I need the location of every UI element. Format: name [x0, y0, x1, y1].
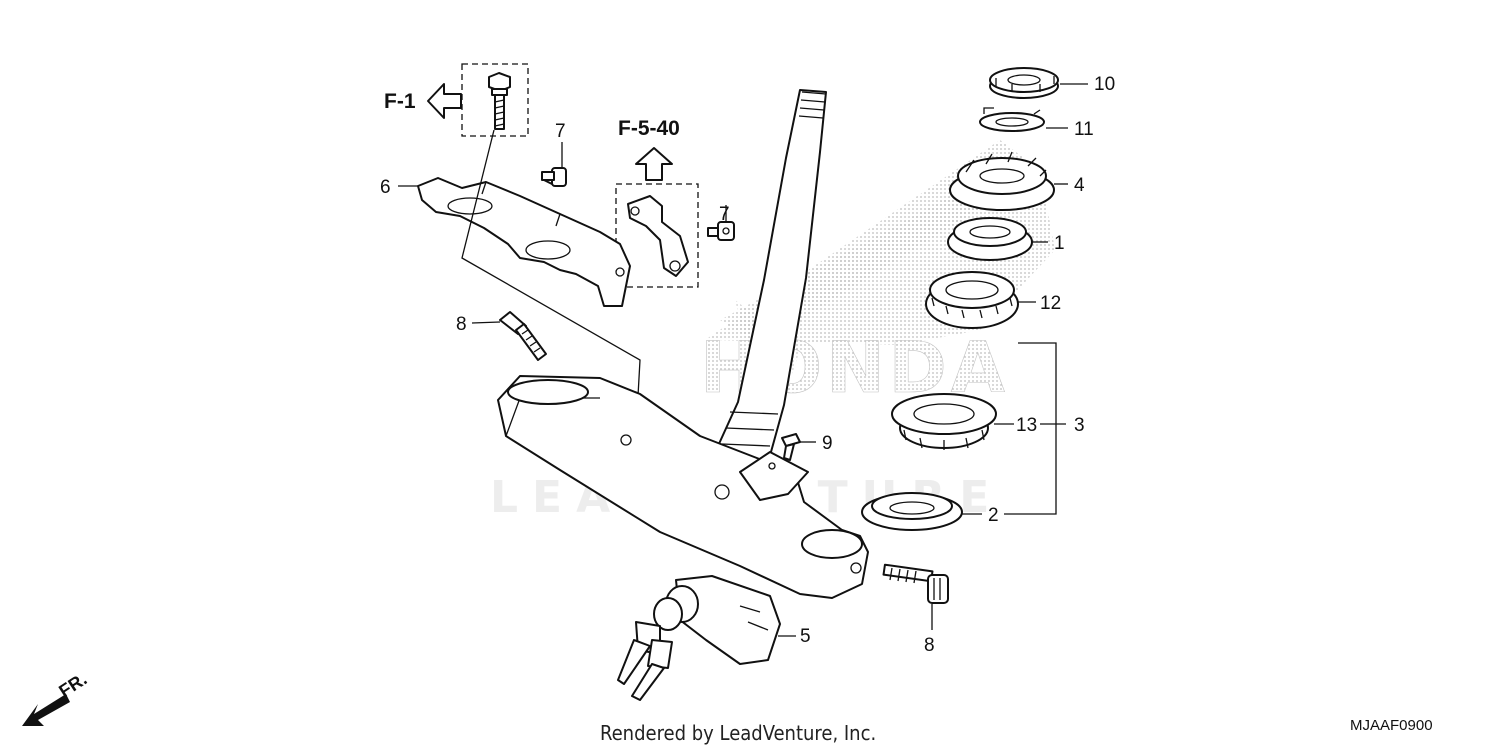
lower-dust-seal: [861, 492, 963, 531]
callout-2: 2: [988, 505, 999, 526]
callout-13: 13: [1016, 415, 1037, 436]
steering-lock: [653, 575, 781, 665]
bracket-f540: [627, 195, 689, 277]
front-direction-arrow: [22, 694, 70, 726]
callout-1: 1: [1054, 233, 1065, 254]
lock-nut: [989, 67, 1059, 99]
screw-7-left: [541, 167, 567, 187]
steering-stem: [497, 89, 869, 599]
callout-6: 6: [380, 177, 391, 198]
ignition-keys: [617, 621, 673, 701]
f1-ref-arrow: [427, 83, 462, 119]
callout-10: 10: [1094, 74, 1115, 95]
f540-ref-arrow: [635, 147, 673, 181]
bracket-3: [1004, 342, 1057, 515]
socket-bolt-8-upper: [499, 311, 547, 361]
socket-bolt-8-lower: [882, 563, 949, 604]
callout-11: 11: [1074, 119, 1094, 140]
f1-dashed-box: [461, 63, 529, 137]
diagram-code: MJAAF0900: [1350, 717, 1433, 734]
callout-7-left: 7: [555, 121, 566, 142]
upper-bearing: [925, 271, 1019, 329]
render-credit: Rendered by LeadVenture, Inc.: [600, 721, 876, 745]
flange-bolt-f1: [488, 72, 511, 130]
front-direction-label: FR.: [55, 669, 90, 702]
screw-9: [781, 433, 801, 461]
callout-8-lower: 8: [924, 635, 935, 656]
f540-dashed-box: [615, 183, 699, 288]
f1-ref-label: F-1: [384, 90, 416, 113]
callout-4: 4: [1074, 175, 1085, 196]
dust-seal: [947, 217, 1033, 261]
wire-guide-plate: [417, 177, 631, 307]
callout-7-right: 7: [719, 204, 730, 225]
callout-12: 12: [1040, 293, 1061, 314]
callout-3: 3: [1074, 415, 1085, 436]
adjusting-nut: [949, 151, 1055, 211]
lower-bearing: [891, 393, 997, 450]
callout-5: 5: [800, 626, 811, 647]
f540-ref-label: F-5-40: [618, 117, 680, 140]
callout-9: 9: [822, 433, 833, 454]
callout-8-upper: 8: [456, 314, 467, 335]
lock-washer: [979, 107, 1045, 132]
leader-8-upper: [471, 321, 501, 324]
